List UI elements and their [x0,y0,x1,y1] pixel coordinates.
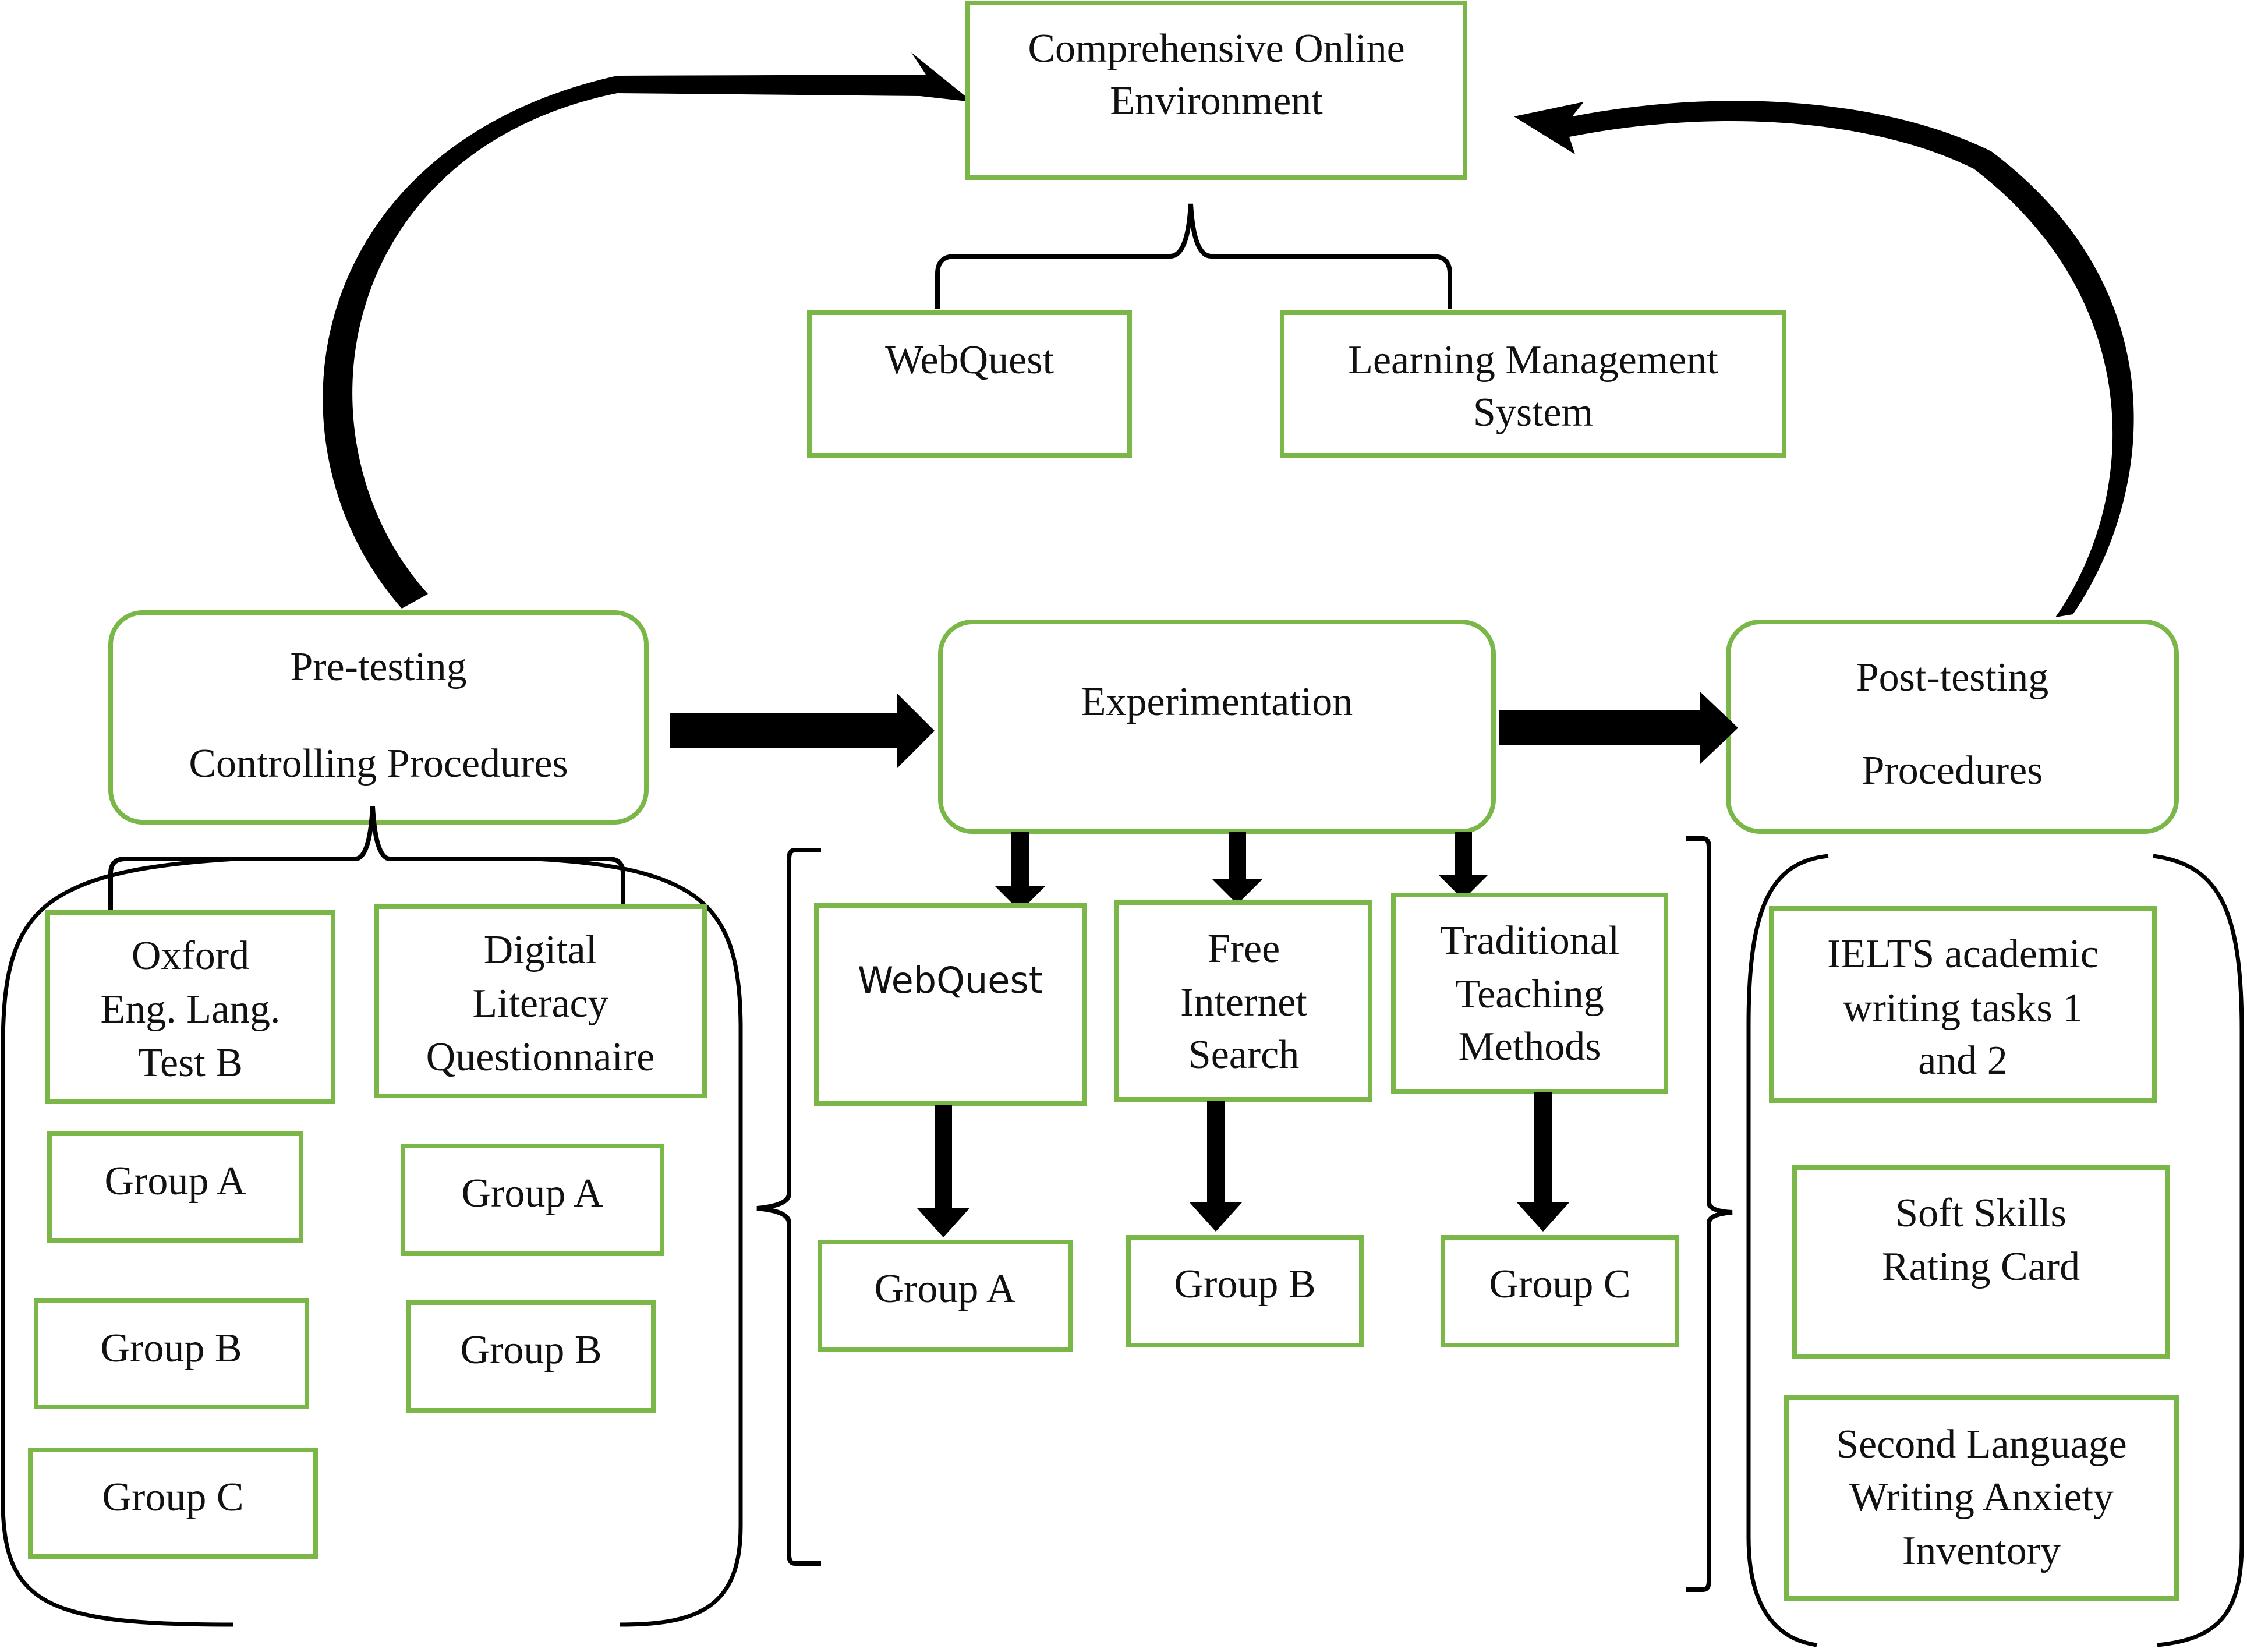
environment-line: Environment [1110,79,1323,123]
experimentation-box: Experimentation [938,620,1496,834]
svg-text:WebQuest: WebQuest [858,959,1043,1002]
svg-text:Group B: Group B [460,1328,601,1372]
arrow-traditional-to-group-c [1517,1092,1569,1232]
arrow-pretest-to-experiment [670,693,935,769]
digital-group-b-box: Group B [406,1300,656,1413]
experiment-group-b-box: Group B [1126,1235,1364,1347]
arrow-webquest-to-group-a [917,1105,969,1237]
webquest-tool-box: WebQuest [807,310,1132,458]
arrow-to-webquest-method [995,832,1045,911]
environment-line: Comprehensive Online [1028,26,1404,71]
svg-text:WebQuest: WebQuest [885,338,1054,383]
arrow-search-to-group-b [1190,1101,1242,1232]
arrow-experiment-to-posttest [1499,692,1738,764]
oxford-group-a-box: Group A [47,1131,303,1243]
brace-experiment-right [1686,836,1733,1592]
curved-arrow-left [323,52,972,609]
svg-text:Group C: Group C [1489,1262,1630,1307]
brace-pretest [108,806,625,911]
paren-posttest-left [1746,854,1829,1647]
svg-text:Group C: Group C [102,1475,243,1520]
svg-text:Group B: Group B [100,1326,242,1371]
svg-text:Group A: Group A [104,1159,246,1204]
brace-environment [935,203,1452,309]
paren-posttest-right [2153,854,2244,1647]
webquest-method-box: WebQuest [814,903,1087,1106]
experiment-group-a-box: Group A [818,1240,1073,1352]
paren-pretest-right [535,857,743,1627]
experiment-group-c-box: Group C [1441,1235,1679,1347]
arrow-to-traditional [1438,832,1488,900]
oxford-group-b-box: Group B [34,1298,309,1409]
arrow-to-free-search [1212,832,1262,904]
svg-text:Experimentation: Experimentation [1081,680,1353,724]
brace-experiment-left [756,848,821,1566]
digital-group-a-box: Group A [401,1144,664,1256]
svg-text:Group A: Group A [874,1267,1016,1311]
paren-pretest-left [1,857,236,1627]
svg-text:Group A: Group A [461,1171,603,1216]
oxford-group-c-box: Group C [28,1448,318,1559]
svg-text:Group B: Group B [1174,1262,1315,1307]
